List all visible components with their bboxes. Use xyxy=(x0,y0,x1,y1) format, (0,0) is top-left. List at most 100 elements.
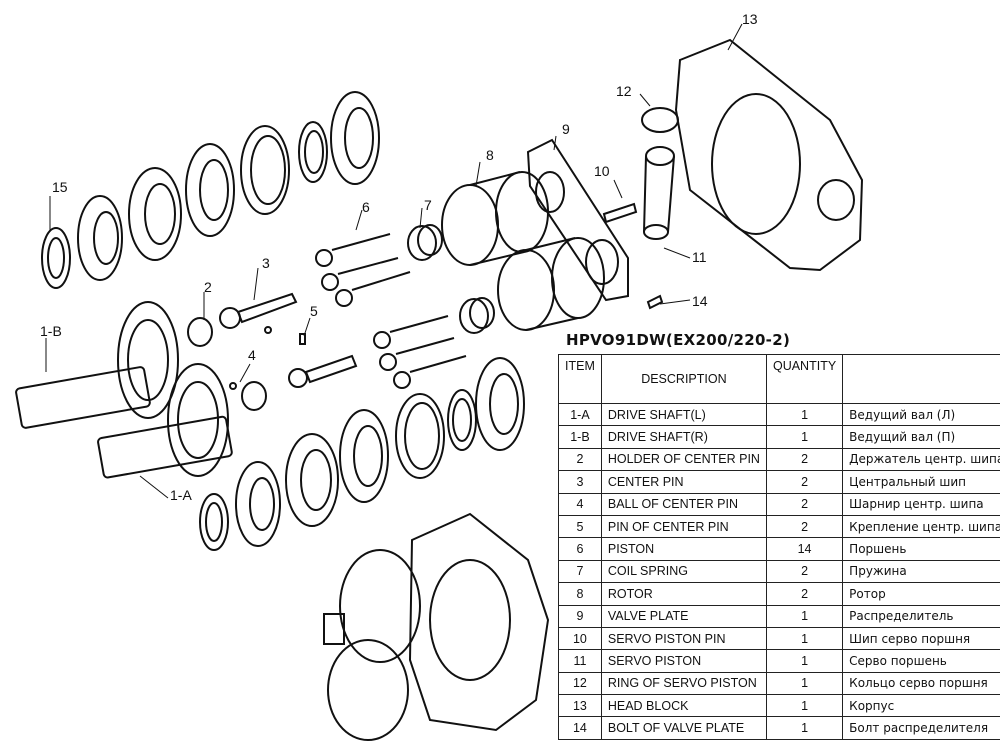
row-russian: Пружина xyxy=(842,559,1000,584)
row-item: 7 xyxy=(558,559,602,584)
row-item: 1-B xyxy=(558,425,602,449)
row-description: DRIVE SHAFT(L) xyxy=(600,402,767,427)
row-quantity: 2 xyxy=(765,492,844,516)
row-item: 14 xyxy=(558,716,602,740)
callout-1b: 1-B xyxy=(40,323,62,339)
lower-ring-b xyxy=(447,389,477,451)
row-quantity: 1 xyxy=(765,716,844,740)
drive-shaft-1a xyxy=(97,363,233,479)
row-item: 8 xyxy=(558,582,602,606)
upper-bearing-d xyxy=(330,91,380,185)
row-quantity: 2 xyxy=(765,582,844,606)
coil-spring-upper xyxy=(407,224,443,261)
row-quantity: 1 xyxy=(765,649,844,673)
ball-of-center-pin xyxy=(229,382,237,390)
row-quantity: 14 xyxy=(765,537,844,561)
valve-plate xyxy=(526,138,629,302)
row-item: 3 xyxy=(558,470,602,494)
row-russian: Распределитель xyxy=(842,604,1000,628)
row-item: 6 xyxy=(558,537,602,561)
row-description: ROTOR xyxy=(600,582,767,606)
parts-list-title: HPVO91DW(EX200/220-2) xyxy=(566,331,791,349)
callout-15: 15 xyxy=(52,179,68,195)
callout-2: 2 xyxy=(204,279,212,295)
row-item: 1-A xyxy=(558,402,602,427)
row-description: COIL SPRING xyxy=(600,559,767,584)
row-item: 4 xyxy=(558,492,602,516)
row-description: CENTER PIN xyxy=(600,470,767,494)
servo-piston xyxy=(643,146,675,240)
callout-12: 12 xyxy=(616,83,632,99)
lower-ring-a xyxy=(395,393,445,479)
row-russian: Болт распределителя xyxy=(842,716,1000,740)
row-quantity: 2 xyxy=(765,470,844,494)
row-description: PIN OF CENTER PIN xyxy=(600,514,767,539)
drive-shaft-1b xyxy=(15,301,179,429)
row-russian: Шип серво поршня xyxy=(842,626,1000,651)
row-item: 13 xyxy=(558,694,602,718)
center-pin-lower xyxy=(241,354,358,411)
lower-bearing-b xyxy=(285,433,339,527)
row-russian: Ротор xyxy=(842,582,1000,606)
row-item: 9 xyxy=(558,604,602,628)
upper-bearing-b xyxy=(128,167,182,261)
header-description: DESCRIPTION xyxy=(600,354,767,404)
upper-bearing-c xyxy=(185,143,235,237)
row-russian: Крепление центр. шипа xyxy=(842,514,1000,539)
row-description: SERVO PISTON xyxy=(600,649,767,673)
lower-bearing-d xyxy=(475,357,525,451)
center-pin-upper xyxy=(219,292,298,329)
row-russian: Ведущий вал (П) xyxy=(842,425,1000,449)
row-item: 12 xyxy=(558,671,602,696)
row-description: BALL OF CENTER PIN xyxy=(600,492,767,516)
row-russian: Кольцо серво поршня xyxy=(842,671,1000,696)
servo-piston-pin xyxy=(602,202,638,224)
callout-7: 7 xyxy=(424,197,432,213)
row-description: DRIVE SHAFT(R) xyxy=(600,425,767,449)
row-description: HEAD BLOCK xyxy=(600,694,767,718)
callout-9: 9 xyxy=(562,121,570,137)
callout-3: 3 xyxy=(262,255,270,271)
parts-table-header: ITEM DESCRIPTION QUANTITY xyxy=(558,354,1000,404)
callout-10: 10 xyxy=(594,163,610,179)
row-russian: Шарнир центр. шипа xyxy=(842,492,1000,516)
row-description: VALVE PLATE xyxy=(600,604,767,628)
pistons-upper xyxy=(315,233,411,307)
row-quantity: 1 xyxy=(765,604,844,628)
row-item: 5 xyxy=(558,514,602,539)
pistons-lower xyxy=(373,315,467,389)
callout-13: 13 xyxy=(742,11,758,27)
row-item: 10 xyxy=(558,626,602,651)
row-description: HOLDER OF CENTER PIN xyxy=(600,447,767,472)
header-item: ITEM xyxy=(558,354,602,404)
bolt-of-valve-plate xyxy=(646,294,664,310)
row-russian: Центральный шип xyxy=(842,470,1000,494)
row-quantity: 2 xyxy=(765,559,844,584)
header-russian xyxy=(842,354,1000,404)
holder-of-center-pin xyxy=(187,317,213,347)
row-quantity: 1 xyxy=(765,626,844,651)
row-quantity: 2 xyxy=(765,514,844,539)
callout-5: 5 xyxy=(310,303,318,319)
row-russian: Ведущий вал (Л) xyxy=(842,402,1000,427)
row-description: PISTON xyxy=(600,537,767,561)
row-description: BOLT OF VALVE PLATE xyxy=(600,716,767,740)
lower-bearing-c xyxy=(339,409,389,503)
ring-of-servo-piston xyxy=(641,107,679,133)
callout-6: 6 xyxy=(362,199,370,215)
callout-11: 11 xyxy=(692,249,707,265)
